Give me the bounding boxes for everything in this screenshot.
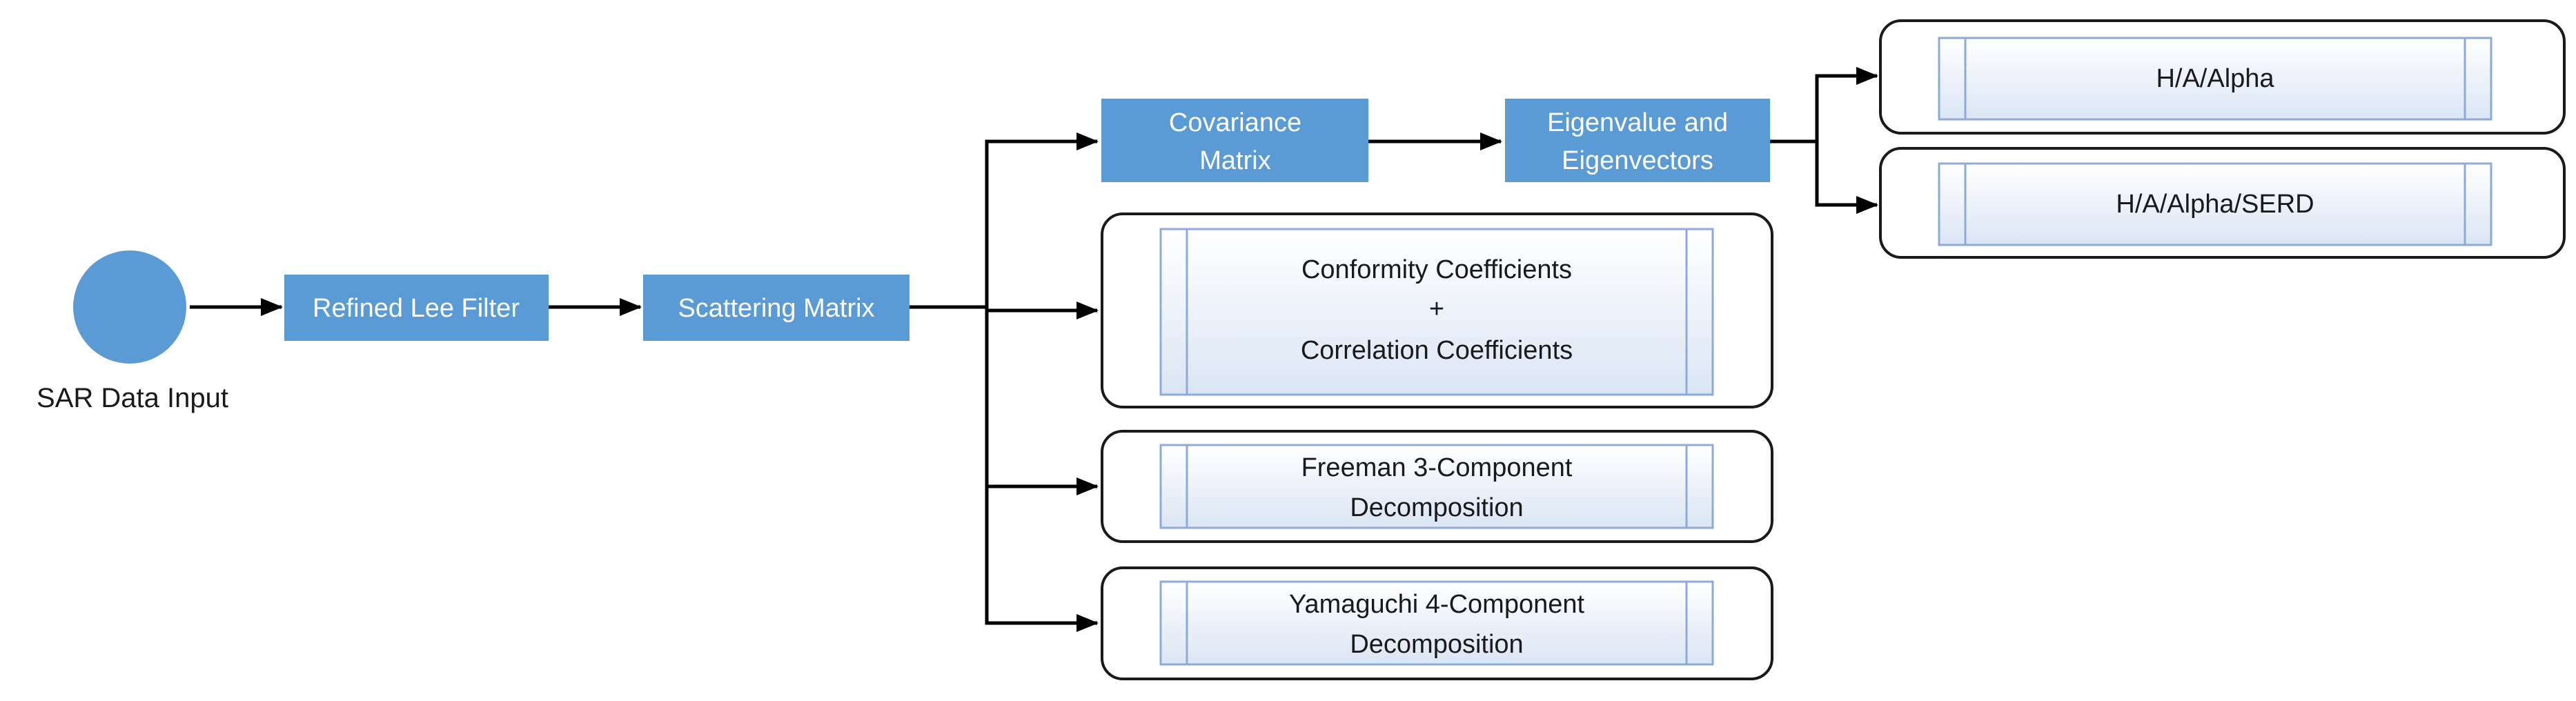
start-label: SAR Data Input [37, 383, 228, 413]
yamaguchi-label-2: Decomposition [1350, 630, 1523, 659]
process-eigen: Eigenvalue and Eigenvectors [1505, 99, 1770, 182]
covariance-label-1: Covariance [1169, 108, 1301, 137]
freeman-label-2: Decomposition [1350, 493, 1523, 522]
process-refined-lee: Refined Lee Filter [284, 275, 549, 341]
freeman-label-1: Freeman 3-Component [1301, 453, 1573, 482]
output-haalpha: H/A/Alpha [1879, 19, 2566, 135]
arrow-scattering-to-conformity [910, 302, 1099, 319]
haalpha-serd-label: H/A/Alpha/SERD [2116, 190, 2314, 219]
conformity-label-1: Conformity Coefficients [1301, 255, 1572, 284]
branch-lower-trunk [985, 307, 1099, 632]
branch-trunk [985, 132, 1099, 307]
scattering-label: Scattering Matrix [678, 294, 874, 323]
process-scattering: Scattering Matrix [643, 275, 910, 341]
eigen-branch [1770, 67, 1878, 144]
haalpha-label: H/A/Alpha [2156, 64, 2274, 93]
output-haalpha-serd: H/A/Alpha/SERD [1879, 147, 2566, 259]
output-conformity: Conformity Coefficients + Correlation Co… [1101, 213, 1773, 408]
conformity-label-plus: + [1429, 295, 1444, 324]
output-freeman: Freeman 3-Component Decomposition [1101, 430, 1773, 543]
process-covariance: Covariance Matrix [1101, 99, 1368, 182]
refined-lee-label: Refined Lee Filter [313, 294, 520, 323]
output-yamaguchi: Yamaguchi 4-Component Decomposition [1101, 566, 1773, 680]
eigen-label-1: Eigenvalue and [1547, 108, 1728, 137]
start-circle [73, 250, 186, 364]
connectors [190, 67, 1878, 632]
conformity-label-3: Correlation Coefficients [1301, 336, 1573, 365]
start-node: SAR Data Input [37, 250, 228, 413]
covariance-label-2: Matrix [1199, 146, 1270, 175]
eigen-branch-lower [1815, 141, 1878, 214]
yamaguchi-label-1: Yamaguchi 4-Component [1289, 590, 1585, 619]
eigen-label-2: Eigenvectors [1562, 146, 1713, 175]
